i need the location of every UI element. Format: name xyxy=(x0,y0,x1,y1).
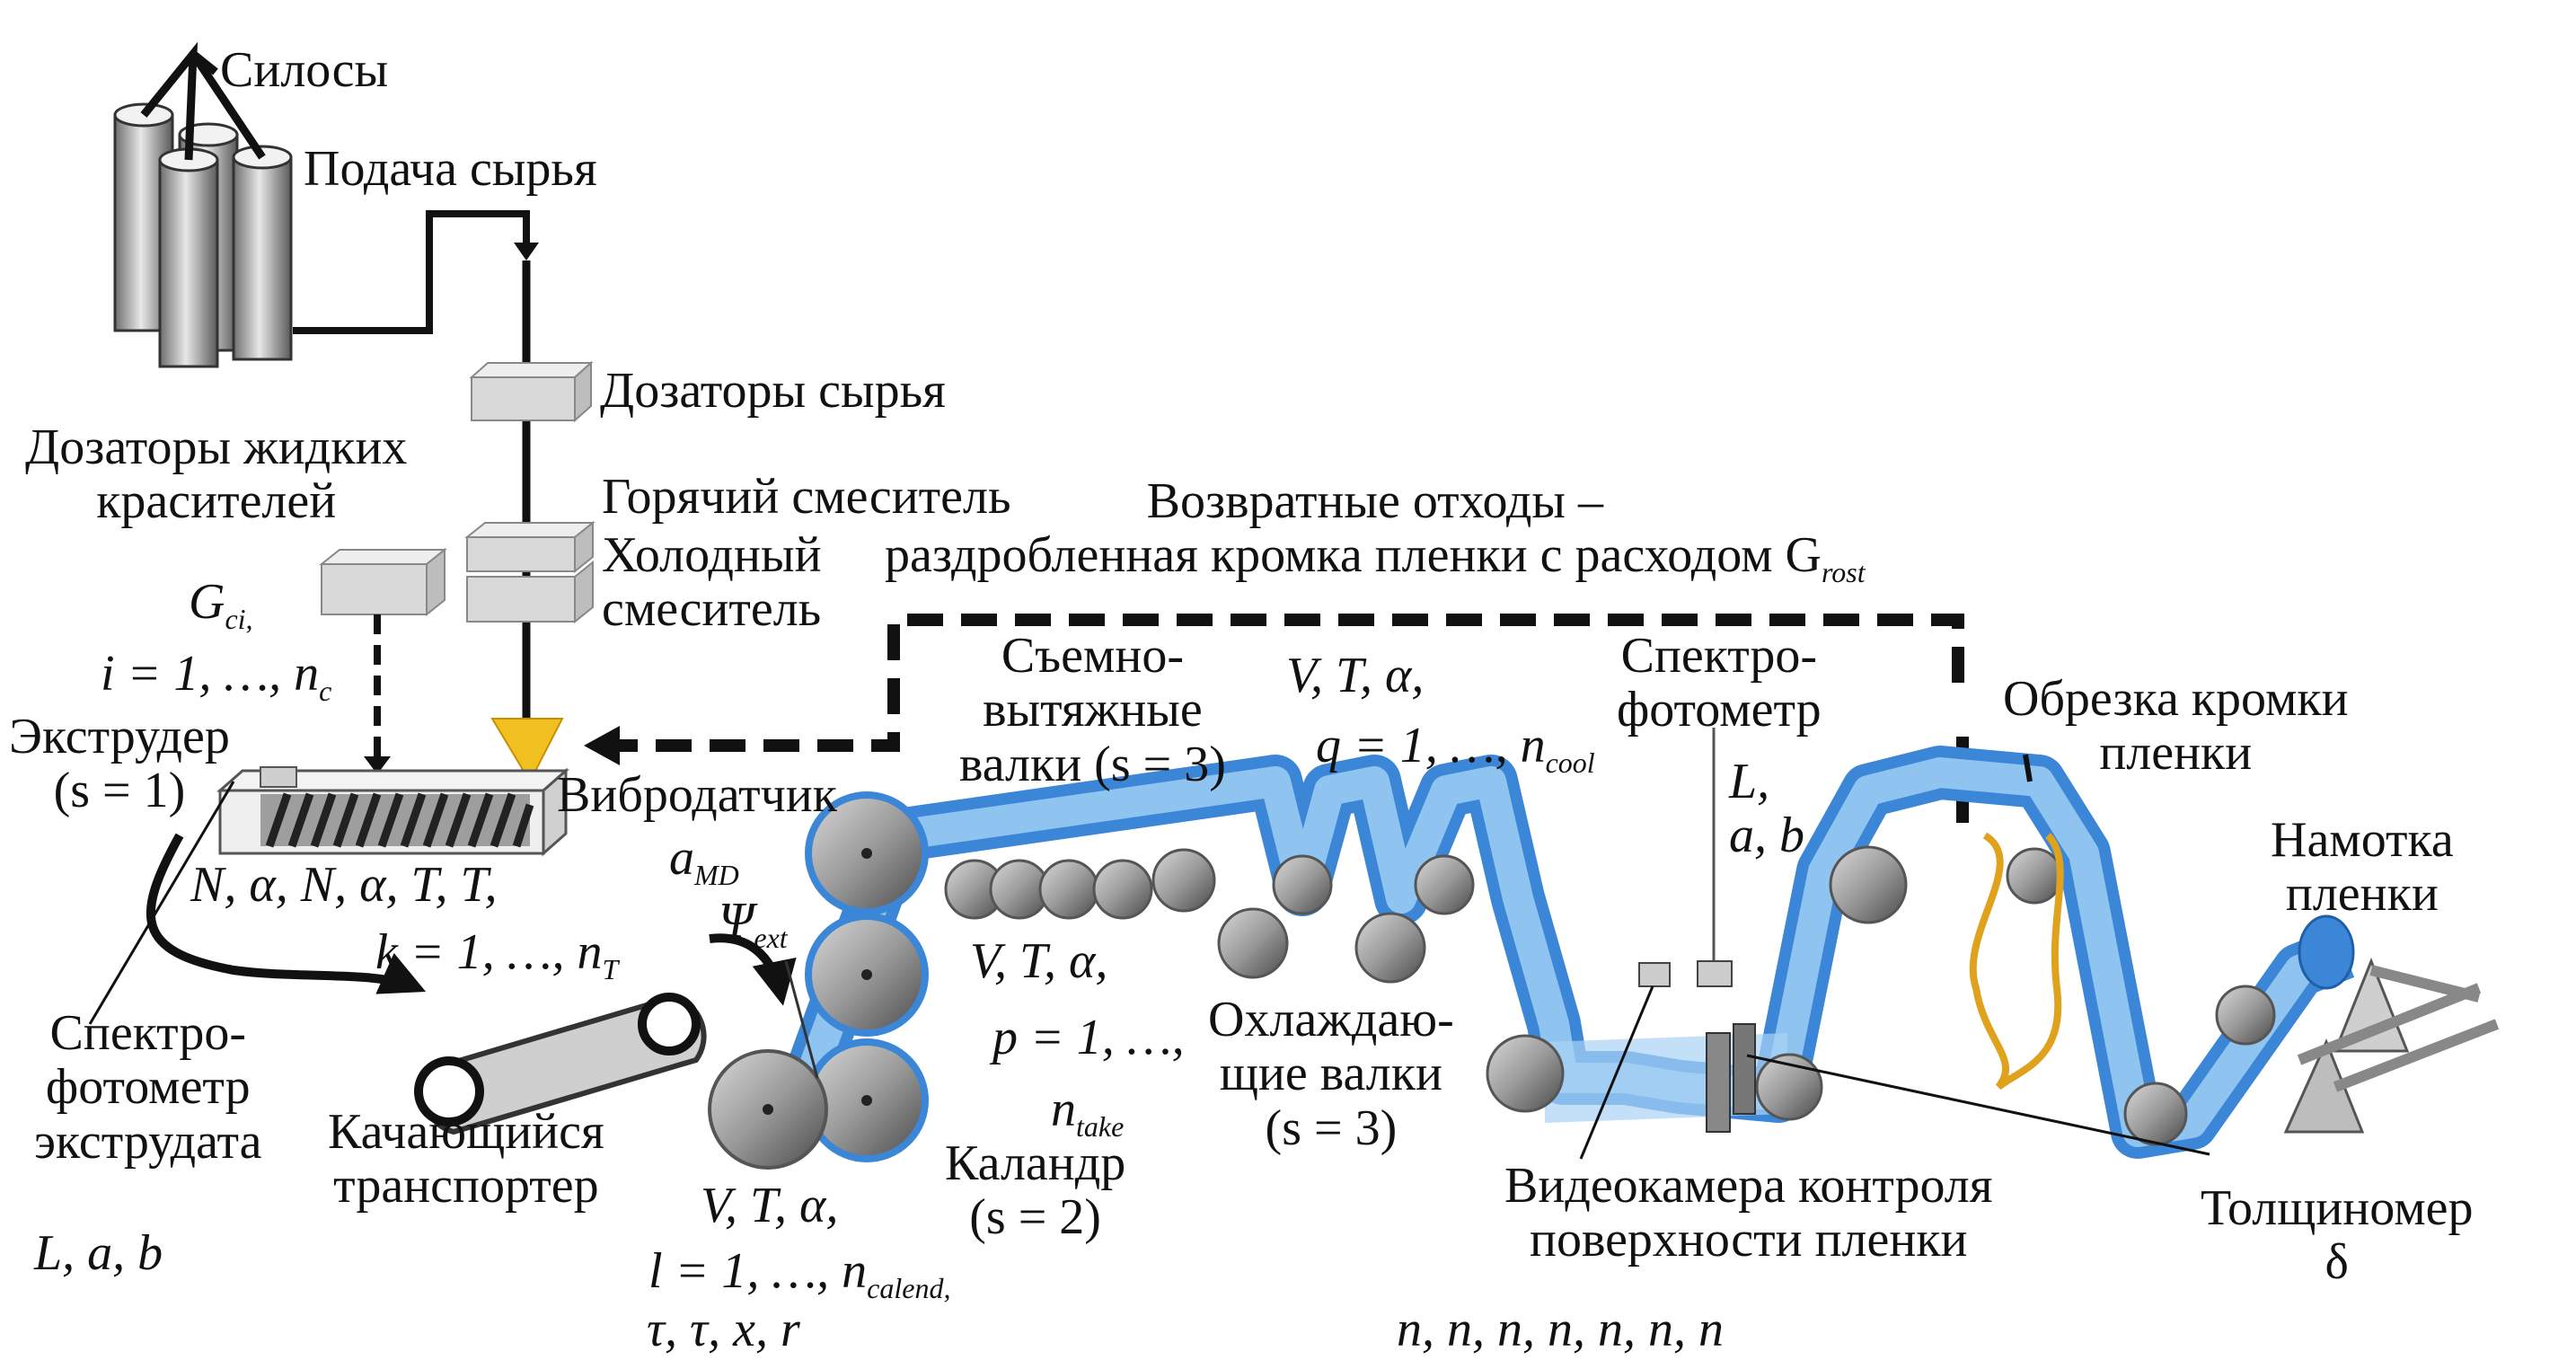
label-cold-mixer: Холодный смеситель xyxy=(602,527,822,638)
return-waste-arrow-icon xyxy=(584,726,620,765)
return-waste-text: Возвратные отходы – раздробленная кромка… xyxy=(885,473,1822,584)
vibro-sensor-pointer xyxy=(784,960,819,1079)
spectro-film-icon xyxy=(1638,728,1733,987)
label-thickness-gauge: Толщиномер δ xyxy=(2201,1180,2474,1291)
calender-index-text: l = 1, …, n xyxy=(648,1243,868,1299)
label-dye-vars: Gci, xyxy=(189,575,253,635)
melt-flow-arrow xyxy=(146,833,427,994)
label-cooling-index: q = 1, …, ncool xyxy=(1316,719,1595,779)
label-spectro-extrudate-vars: L, a, b xyxy=(34,1225,163,1281)
raw-feed-pipe xyxy=(293,210,530,334)
return-waste-subscript: rost xyxy=(1822,556,1866,589)
label-spectro-film: Спектро- фотометр xyxy=(1617,628,1822,738)
cooling-index-subscript: cool xyxy=(1545,746,1595,780)
return-waste-line xyxy=(611,614,1964,752)
label-winding: Намотка пленки xyxy=(2271,812,2454,923)
label-vibro-sensor: Вибродатчик xyxy=(557,767,837,823)
label-spectro-film-vars: L, a, b xyxy=(1729,754,1804,864)
label-pull-index: p = 1, …, xyxy=(992,1010,1185,1065)
hopper-cone-icon xyxy=(490,718,564,784)
label-dye-index: i = 1, …, nc xyxy=(101,647,331,707)
label-extruder-vars: N, α, N, α, T, T, xyxy=(190,857,498,913)
label-silos: Силосы xyxy=(220,42,389,98)
spectro-extrudate-pointer xyxy=(88,781,235,1025)
guide-rolls-icon xyxy=(1755,845,2188,1146)
silos-icon xyxy=(113,41,293,368)
label-swing-conveyor: Качающийся транспортер xyxy=(328,1104,604,1214)
label-spectro-extrudate: Спектро- фотометр экструдата xyxy=(34,1005,262,1170)
winding-stand-icon xyxy=(2215,914,2500,1134)
dye-index-subscript: c xyxy=(319,675,332,708)
label-liquid-dye-dosers: Дозаторы жидких красителей xyxy=(25,420,408,530)
psi-subscript: ext xyxy=(754,922,788,955)
label-psi: Ψext xyxy=(719,894,788,954)
vibro-vars-text: a xyxy=(669,830,694,886)
vibro-vars-subscript: MD xyxy=(694,859,739,892)
label-vibro-vars: aMD xyxy=(669,831,739,891)
label-hot-mixer: Горячий смеситель xyxy=(602,469,1011,525)
label-return-waste: Возвратные отходы – раздробленная кромка… xyxy=(885,474,1866,588)
edge-trim-arm xyxy=(2023,754,2033,782)
label-cooling-rolls: Охлаждаю- щие валки (s = 3) xyxy=(1208,992,1454,1156)
label-calender: Каландр (s = 2) xyxy=(945,1135,1126,1246)
swing-conveyor-icon xyxy=(414,993,707,1135)
label-calender-index: l = 1, …, ncalend, xyxy=(648,1244,950,1304)
label-extruder: Экструдер (s = 1) xyxy=(9,709,230,819)
thickness-gauge-icon xyxy=(1706,1023,1756,1133)
pull-rolls-icon xyxy=(944,848,1216,920)
label-raw-dosers: Дозаторы сырья xyxy=(600,363,946,419)
label-pull-index2: ntake xyxy=(1051,1082,1124,1143)
calender-index-subscript: calend, xyxy=(867,1272,951,1305)
pull-index2-text: n xyxy=(1051,1082,1076,1137)
dye-vars-text: G xyxy=(189,574,225,630)
cooling-index-text: q = 1, …, n xyxy=(1316,718,1546,773)
label-video-camera: Видеокамера контроля поверхности пленки xyxy=(1504,1158,1993,1268)
conveyor-to-calender-arrow xyxy=(709,933,797,1006)
calender-rolls-icon xyxy=(708,791,929,1170)
pull-index2-subscript: take xyxy=(1076,1110,1125,1144)
extruder-index-subscript: T xyxy=(602,953,619,986)
raw-feed-arrow-icon xyxy=(514,243,539,261)
hot-mixer-box xyxy=(464,520,595,574)
extruder-icon xyxy=(216,766,569,857)
liquid-dye-doser-box xyxy=(319,547,447,617)
cold-mixer-box xyxy=(466,560,594,624)
label-calender-tau: τ, τ, x, r xyxy=(647,1302,800,1357)
dye-arrow-icon xyxy=(364,756,391,774)
cooling-rolls-icon xyxy=(1217,854,1565,1113)
label-extruder-index: k = 1, …, nT xyxy=(375,925,618,985)
label-pull-vars: V, T, α, xyxy=(970,933,1108,989)
label-calender-vars: V, T, α, xyxy=(701,1178,839,1233)
dye-index-text: i = 1, …, n xyxy=(101,646,320,702)
psi-text: Ψ xyxy=(719,893,754,949)
label-pull-rolls: Съемно- вытяжные валки (s = 3) xyxy=(959,628,1226,792)
extruder-index-text: k = 1, …, n xyxy=(375,924,603,980)
thickness-gauge-pointer xyxy=(1746,1054,2210,1156)
camera-pointer xyxy=(1579,985,1654,1160)
label-raw-feed: Подача сырья xyxy=(304,141,597,197)
label-edge-trim: Обрезка кромки пленки xyxy=(2003,671,2349,782)
label-cooling-vars: V, T, α, xyxy=(1286,648,1425,703)
raw-dosers-box xyxy=(469,360,594,423)
edge-trim-wire xyxy=(1969,832,2064,1091)
label-defect-vars: n, n, n, n, n, n, n xyxy=(1397,1302,1724,1357)
dye-vars-subscript: ci, xyxy=(225,603,253,636)
